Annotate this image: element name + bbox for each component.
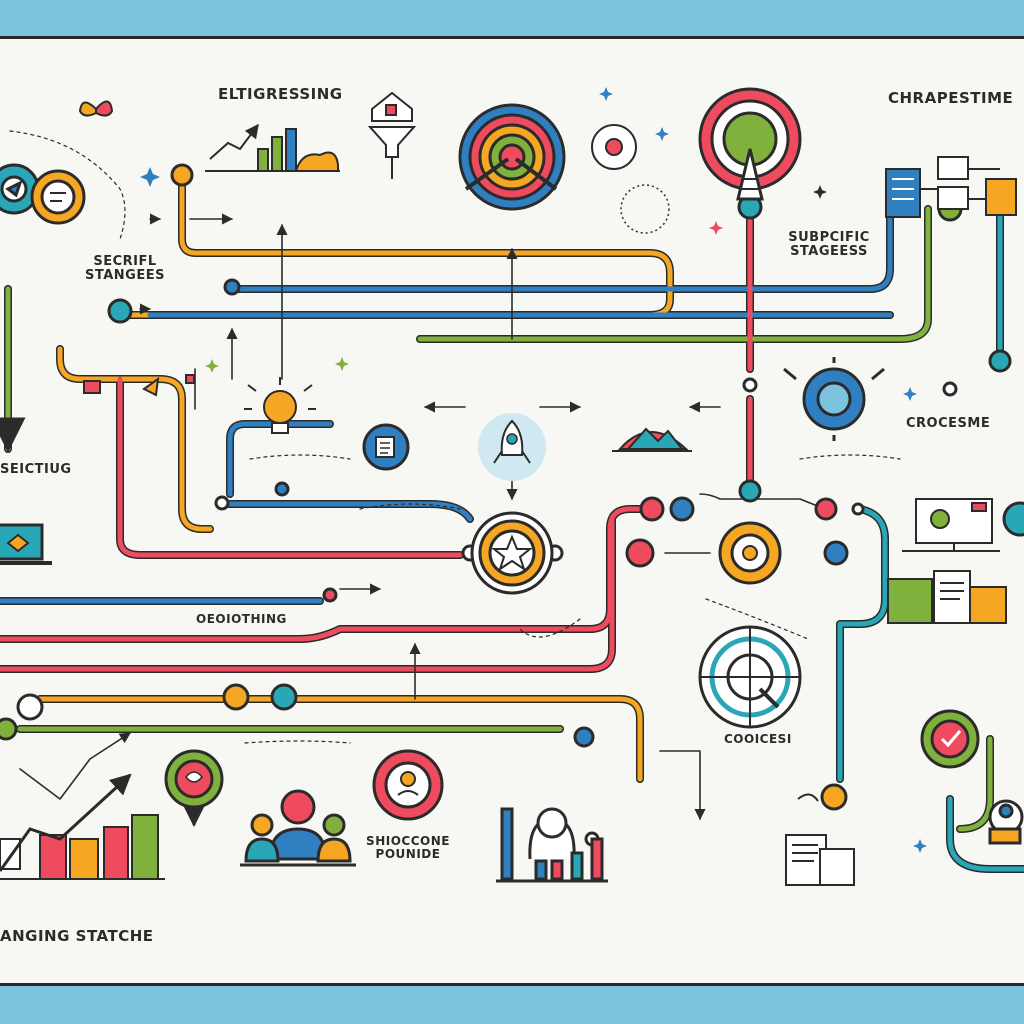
node-teal xyxy=(738,479,762,503)
node-orange xyxy=(820,783,848,811)
diagram-board: ELTIGRESSING CHRAPESTIME SECRIFL STANGEE… xyxy=(0,36,1024,986)
left-heading: SECRIFL STANGEES xyxy=(80,255,170,282)
node-red xyxy=(639,496,665,522)
bottom-center-heading-line2: POUNIDE xyxy=(375,846,441,861)
center-left-label: OEOIOTHING xyxy=(196,612,287,626)
target-icon xyxy=(458,103,566,211)
node-blue xyxy=(274,481,290,497)
top-right-heading: CHRAPESTIME xyxy=(888,89,1014,107)
document-icon xyxy=(362,423,410,471)
bottom-left-heading: ANGING STATCHE xyxy=(0,927,154,945)
right-heading-line1: SUBPCIFIC xyxy=(788,230,870,245)
house-funnel-icon xyxy=(367,91,417,179)
bullseye-tower-icon xyxy=(698,87,802,201)
right-heading-line2: STAGEESS xyxy=(790,243,868,259)
node-white xyxy=(942,381,958,397)
node-blue xyxy=(669,496,695,522)
top-left-heading: ELTIGRESSING xyxy=(218,85,343,103)
rocket-icon xyxy=(478,413,546,481)
node-blue xyxy=(223,278,241,296)
laptop-icon xyxy=(0,523,52,565)
tag-icon xyxy=(83,374,195,397)
people-group-icon xyxy=(240,789,356,867)
butterfly-icon xyxy=(78,100,114,117)
node-green xyxy=(0,717,18,741)
lightbulb-icon xyxy=(244,377,316,434)
left-edge-label: SEICTIUG xyxy=(0,462,72,477)
red-dot-badge-icon xyxy=(591,124,637,170)
right-edge-badge-icon xyxy=(1002,501,1024,537)
node-teal xyxy=(270,683,298,711)
growth-chart-icon xyxy=(0,773,165,880)
node-teal xyxy=(988,349,1012,373)
sparkle-icon xyxy=(140,87,927,853)
right-heading: SUBPCIFIC STAGEESS xyxy=(774,231,884,258)
node-white xyxy=(851,502,865,516)
node-orange xyxy=(222,683,250,711)
person-bust-icon xyxy=(496,807,608,883)
node-orange xyxy=(170,163,194,187)
center-bottom-label: COOICESI xyxy=(724,732,792,746)
camera-lens-icon xyxy=(783,357,885,441)
left-heading-line1: SECRIFL xyxy=(93,254,157,269)
left-heading-line2: STANGEES xyxy=(85,267,165,283)
presentation-board-icon xyxy=(902,498,1000,552)
person-node-icon xyxy=(988,799,1024,845)
process-flow-diagram xyxy=(0,87,1024,886)
mountain-icon xyxy=(612,427,692,452)
star-icon xyxy=(470,511,554,595)
rising-bar-chart-icon xyxy=(205,123,340,172)
radar-icon xyxy=(698,625,802,729)
heart-badge-icon xyxy=(164,749,224,828)
checkmark-icon xyxy=(920,709,980,769)
node-blue xyxy=(573,726,595,748)
node-blue xyxy=(823,540,849,566)
node-white xyxy=(214,495,230,511)
gear-icon xyxy=(718,521,782,585)
flowchart-mini-icon xyxy=(885,156,1017,218)
bottom-center-heading: SHIOCCONE POUNIDE xyxy=(358,835,458,860)
person-badge-icon xyxy=(372,749,444,821)
node-red xyxy=(814,497,838,521)
document-stack-icon xyxy=(785,793,855,886)
node-white xyxy=(742,377,758,393)
compass-badge-icon xyxy=(0,163,40,215)
certificate-icon xyxy=(887,570,1007,624)
node-blue xyxy=(107,298,133,324)
chat-badge-icon xyxy=(30,169,86,225)
node-red xyxy=(625,538,655,568)
sparkle-badge-icon xyxy=(620,184,670,234)
node-red xyxy=(322,587,338,603)
node-white xyxy=(16,693,44,721)
bottom-center-heading-line1: SHIOCCONE xyxy=(366,834,450,848)
right-mid-heading: CROCESME xyxy=(906,416,991,431)
